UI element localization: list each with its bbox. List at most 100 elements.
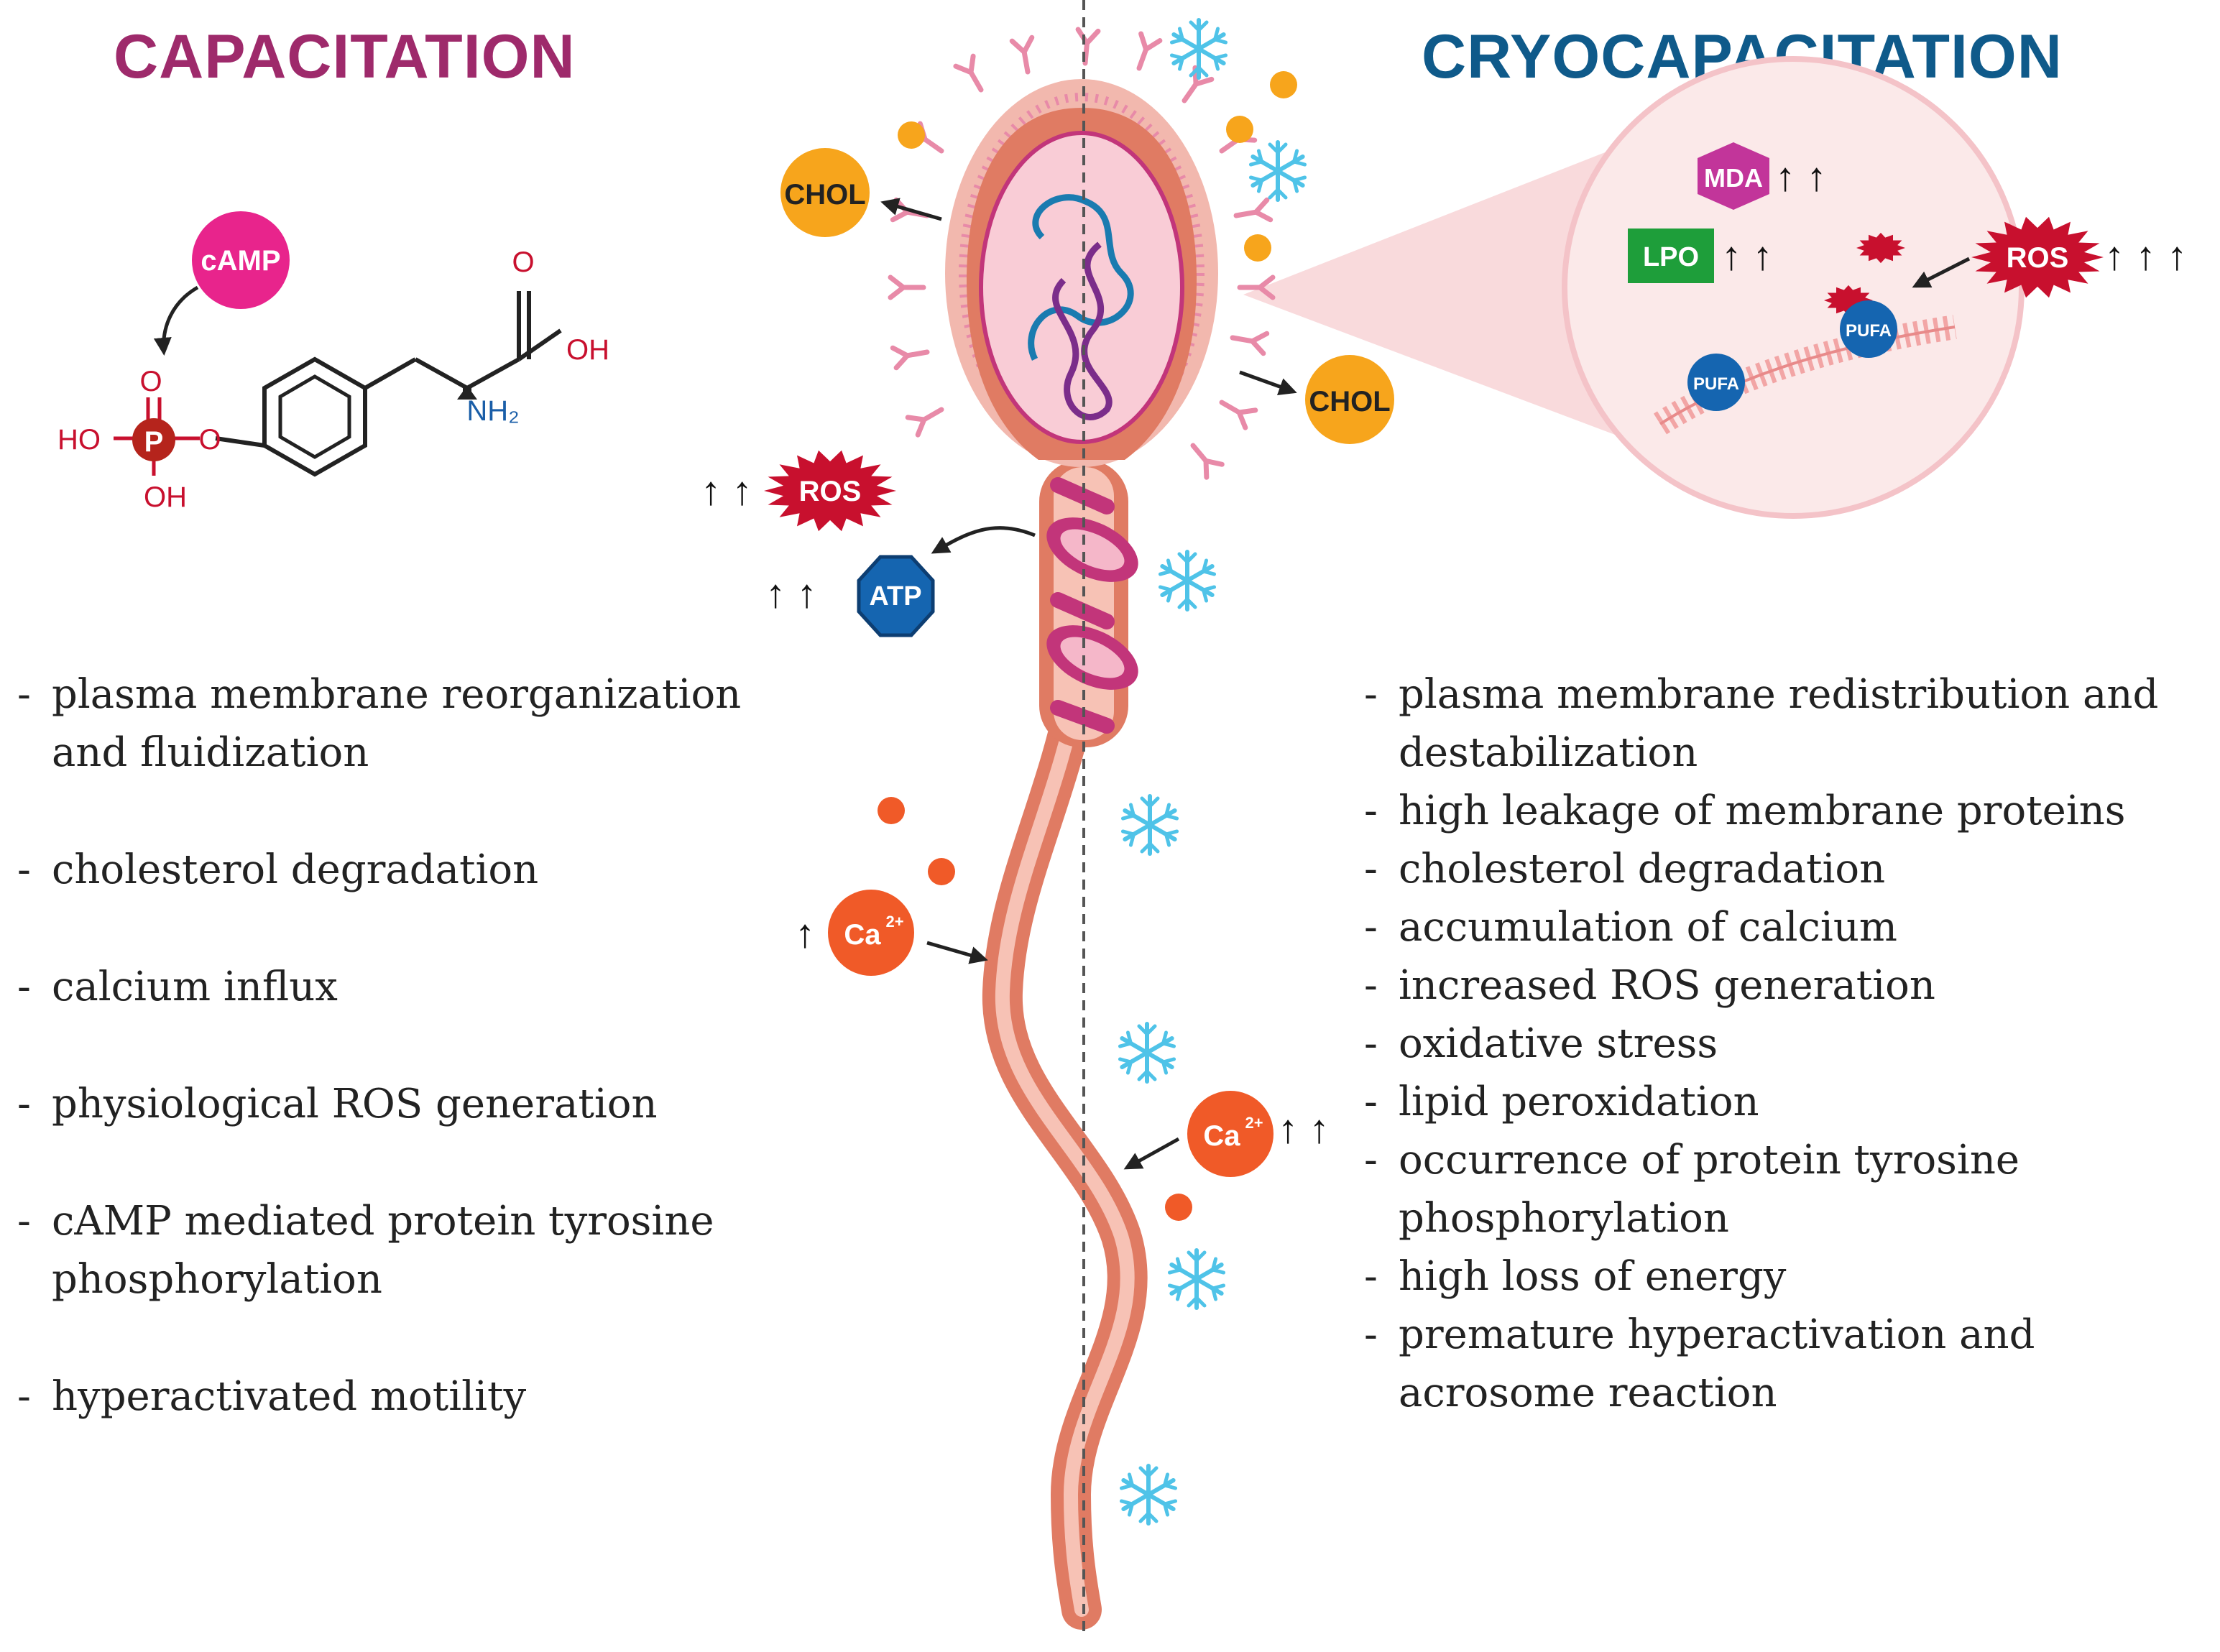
phosphotyrosine-molecule: cAMP P O HO O OH O OH — [57, 211, 609, 513]
lpo-box: LPO — [1628, 229, 1714, 283]
chol-right-arrow — [1239, 370, 1297, 395]
receptor-icon — [905, 407, 944, 438]
receptor-icon — [1190, 443, 1225, 480]
calcium-right-arrows: ↑ ↑ — [1278, 1106, 1330, 1151]
cryocapacitation-item-line: cholesterol degradation — [1399, 846, 1886, 892]
calcium-right-arrow — [1123, 1137, 1180, 1170]
cryocapacitation-item-line: oxidative stress — [1399, 1020, 1718, 1067]
receptor-icon — [1230, 331, 1270, 356]
chol-dot — [1226, 116, 1253, 143]
chol-right: CHOL — [1305, 355, 1394, 444]
ros-midpiece-arrows: ↑ ↑ — [701, 468, 752, 513]
svg-text:Ca: Ca — [1203, 1120, 1240, 1152]
calcium-dot — [928, 858, 955, 885]
lpo-arrows: ↑ ↑ — [1721, 233, 1773, 278]
snowflake-icon — [1167, 1248, 1226, 1310]
mda-arrows: ↑ ↑ — [1775, 154, 1827, 199]
cryocapacitation-item: high loss of energy — [1364, 1247, 2158, 1306]
receptor-icon — [1237, 274, 1276, 300]
receptor-icon — [1009, 34, 1035, 75]
receptor-icon — [1136, 31, 1163, 71]
capacitation-item-line: plasma membrane reorganization — [52, 671, 742, 718]
cryocapacitation-item-line: high leakage of membrane proteins — [1399, 788, 2126, 834]
cryocapacitation-item-line: premature hyperactivation and — [1399, 1311, 2035, 1358]
svg-text:2+: 2+ — [885, 913, 903, 931]
svg-text:MDA: MDA — [1704, 163, 1763, 193]
zoom-cone — [1243, 122, 1682, 460]
magnified-membrane — [1562, 56, 2025, 519]
cryocapacitation-item: increased ROS generation — [1364, 956, 2158, 1015]
capacitation-item: calcium influx — [17, 958, 741, 1016]
snowflake-icon — [1169, 18, 1228, 80]
nucleus — [979, 131, 1184, 444]
cryocapacitation-item-line: destabilization — [1399, 729, 1698, 776]
calcium-dot — [1165, 1194, 1192, 1221]
capacitation-item: physiological ROS generation — [17, 1075, 741, 1133]
svg-text:OH: OH — [144, 481, 187, 513]
cryocapacitation-item-line: plasma membrane redistribution and — [1399, 671, 2159, 718]
cryocapacitation-item: occurrence of protein tyrosinephosphoryl… — [1364, 1131, 2158, 1247]
ros-midpiece: ROS — [764, 450, 896, 532]
dna-purple — [1052, 241, 1113, 420]
capacitation-item: hyperactivated motility — [17, 1367, 741, 1426]
chol-dot — [898, 121, 925, 149]
snowflake-icon — [1248, 140, 1307, 202]
receptor-icon — [953, 53, 984, 93]
calcium-right: Ca 2+ — [1187, 1091, 1273, 1177]
svg-text:2+: 2+ — [1245, 1114, 1263, 1132]
snowflake-icon — [1120, 794, 1179, 856]
svg-text:OH: OH — [566, 334, 609, 366]
calcium-left: Ca 2+ — [828, 890, 914, 976]
svg-text:NH₂: NH₂ — [466, 395, 519, 427]
snowflake-icon — [1158, 550, 1217, 612]
pufa-1: PUFA — [1840, 300, 1897, 358]
pufa-2: PUFA — [1687, 354, 1745, 411]
cryocapacitation-item-line: lipid peroxidation — [1399, 1079, 1759, 1125]
chol-left-arrow — [880, 198, 942, 221]
svg-text:P: P — [144, 426, 164, 458]
svg-text:cAMP: cAMP — [201, 245, 280, 277]
capacitation-item-line: physiological ROS generation — [52, 1081, 658, 1127]
capacitation-item-line: calcium influx — [52, 964, 338, 1010]
capacitation-item: cholesterol degradation — [17, 841, 741, 899]
capacitation-title: CAPACITATION — [114, 22, 576, 91]
calcium-dot — [878, 797, 905, 824]
capacitation-item-line: phosphorylation — [52, 1256, 382, 1303]
svg-text:O: O — [139, 366, 162, 397]
receptor-icon — [890, 345, 930, 371]
snowflakes — [1118, 18, 1307, 1526]
svg-text:CHOL: CHOL — [1309, 386, 1390, 417]
calcium-left-arrow-up: ↑ — [795, 910, 815, 956]
chol-left: CHOL — [780, 148, 870, 237]
cryocapacitation-item: cholesterol degradation — [1364, 840, 2158, 898]
svg-text:CHOL: CHOL — [784, 179, 865, 211]
chol-dot — [1270, 71, 1297, 98]
svg-text:ROS: ROS — [799, 476, 862, 507]
capacitation-item: cAMP mediated protein tyrosine phosphoryl… — [17, 1192, 741, 1309]
dna-blue — [1028, 194, 1134, 361]
cryocapacitation-item: accumulation of calcium — [1364, 898, 2158, 956]
receptor-icon — [888, 274, 926, 300]
svg-text:PUFA: PUFA — [1846, 321, 1892, 341]
ros-to-pufa-arrow — [1912, 257, 1971, 288]
atp-arrow — [931, 526, 1036, 554]
svg-text:LPO: LPO — [1643, 242, 1699, 272]
ros-right: ROS — [1971, 216, 2104, 298]
sperm-tail-inner — [995, 683, 1135, 1617]
ros-right-arrows: ↑ ↑ ↑ — [2104, 233, 2187, 278]
receptor-icon — [1233, 197, 1273, 223]
snowflake-icon — [1118, 1022, 1176, 1084]
cryocapacitation-item-line: increased ROS generation — [1399, 962, 1935, 1009]
svg-text:O: O — [512, 246, 534, 278]
svg-text:Ca: Ca — [844, 919, 881, 951]
receptor-icon — [1075, 27, 1101, 66]
cryocapacitation-list: plasma membrane redistribution and destab… — [1364, 665, 2158, 1422]
capacitation-item-line: cAMP mediated protein tyrosine — [52, 1198, 714, 1245]
chol-dot — [1244, 234, 1271, 262]
svg-text:O: O — [198, 424, 221, 456]
